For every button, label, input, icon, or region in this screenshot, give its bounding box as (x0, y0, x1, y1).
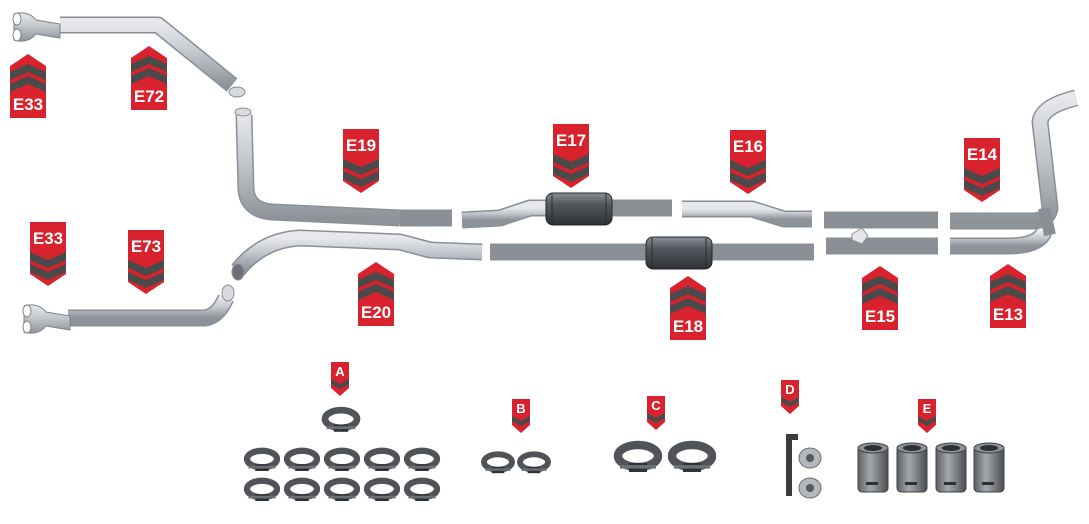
clamp-icon (243, 477, 281, 501)
x-pipe-connector (851, 227, 869, 245)
clamp-icon (243, 447, 281, 471)
part-badge-e16: E16 (730, 130, 766, 194)
part-badge-e33-top: E33 (10, 54, 46, 118)
part-badge-e33-bottom: E33 (30, 222, 66, 286)
exhaust-tip-icon (857, 442, 889, 493)
part-label-text: E15 (865, 307, 895, 326)
y-tip-top (12, 12, 61, 42)
part-label-text: E19 (346, 136, 376, 155)
exhaust-tip-icon (935, 442, 967, 493)
part-badge-e72: E72 (131, 46, 167, 110)
muffler-e18 (645, 236, 713, 270)
hardware-label-text: D (785, 382, 794, 397)
clamp-icon (363, 447, 401, 471)
clamp-icon (323, 447, 361, 471)
muffler-e17 (545, 192, 613, 226)
y-tip-bottom (22, 304, 71, 334)
clamp-icon (321, 406, 361, 432)
part-badge-e73: E73 (128, 230, 164, 294)
clamp-icon (323, 477, 361, 501)
hardware-badge-a: A (331, 362, 349, 396)
plug-icon (798, 447, 822, 469)
part-badge-e14: E14 (964, 138, 1000, 202)
hardware-labels: A B C D E (331, 362, 936, 433)
clamp-icon (283, 447, 321, 471)
part-label-text: E72 (134, 87, 164, 106)
part-badge-e13: E13 (990, 264, 1026, 328)
part-label-text: E13 (993, 305, 1023, 324)
hardware-label-text: C (651, 398, 661, 413)
band-clamp-set-c (613, 440, 717, 472)
part-badge-e15: E15 (862, 266, 898, 330)
clamp-icon (283, 477, 321, 501)
clamp-icon (517, 451, 551, 474)
part-label-text: E16 (733, 137, 763, 156)
clamp-icon (613, 440, 663, 472)
clamp-set-a (243, 406, 441, 501)
part-badge-e20: E20 (358, 262, 394, 326)
hardware-badge-c: C (647, 396, 665, 430)
part-badge-e19: E19 (343, 129, 379, 193)
clamp-icon (403, 477, 441, 501)
hardware-d (786, 434, 822, 499)
hardware-badge-d: D (781, 380, 799, 414)
part-label-text: E17 (556, 131, 586, 150)
part-label-text: E73 (131, 237, 161, 256)
part-label-text: E20 (361, 303, 391, 322)
clamp-set-b (481, 451, 551, 474)
hardware-label-text: E (923, 401, 932, 416)
hardware-badge-b: B (512, 399, 530, 433)
hardware-label-text: B (516, 401, 525, 416)
part-label-text: E33 (33, 229, 63, 248)
hardware-badge-e: E (918, 399, 936, 433)
plug-icon (798, 477, 822, 499)
clamp-icon (667, 440, 717, 472)
allen-key-icon (786, 434, 798, 496)
exhaust-tip-icon (973, 442, 1005, 493)
hardware-label-text: A (335, 364, 345, 379)
pipe-assembly (60, 16, 1079, 327)
clamp-icon (481, 451, 515, 474)
part-label-text: E18 (673, 317, 703, 336)
exhaust-tip-icon (896, 442, 928, 493)
clamp-icon (403, 447, 441, 471)
exhaust-tip-set-e (857, 442, 1005, 493)
part-badge-e17: E17 (553, 124, 589, 188)
clamp-icon (363, 477, 401, 501)
part-label-text: E33 (13, 95, 43, 114)
part-badge-e18: E18 (670, 276, 706, 340)
part-label-text: E14 (967, 145, 998, 164)
